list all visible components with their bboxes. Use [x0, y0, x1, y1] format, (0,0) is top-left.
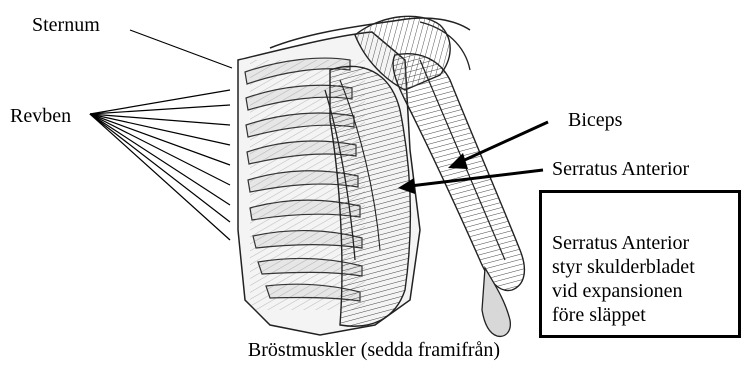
ribs-label: Revben: [10, 106, 71, 126]
rib-leader-9: [90, 114, 230, 240]
rib-leader-7: [90, 114, 230, 205]
callout-line: före släppet: [552, 303, 728, 327]
serratus-callout-box: Serratus Anterior styr skulderbladet vid…: [539, 190, 741, 338]
rib-leader-6: [90, 114, 230, 185]
figure-caption: Bröstmuskler (sedda framifrån): [0, 339, 748, 362]
rib-leader-5: [90, 114, 230, 165]
sternum-leader: [130, 30, 232, 68]
sternum-label: Sternum: [32, 15, 100, 35]
callout-line: vid expansionen: [552, 279, 728, 303]
leader-lines: [90, 30, 232, 240]
rib-leader-8: [90, 114, 230, 222]
rib-leader-2: [90, 105, 230, 114]
serratus-anterior-label: Serratus Anterior: [552, 159, 689, 179]
callout-line: styr skulderbladet: [552, 255, 728, 279]
serratus-anterior-muscle: [330, 66, 410, 326]
callout-line: Serratus Anterior: [552, 231, 728, 255]
biceps-label: Biceps: [568, 110, 622, 130]
rib-leader-3: [90, 114, 230, 125]
rib-leader-1: [90, 90, 230, 114]
